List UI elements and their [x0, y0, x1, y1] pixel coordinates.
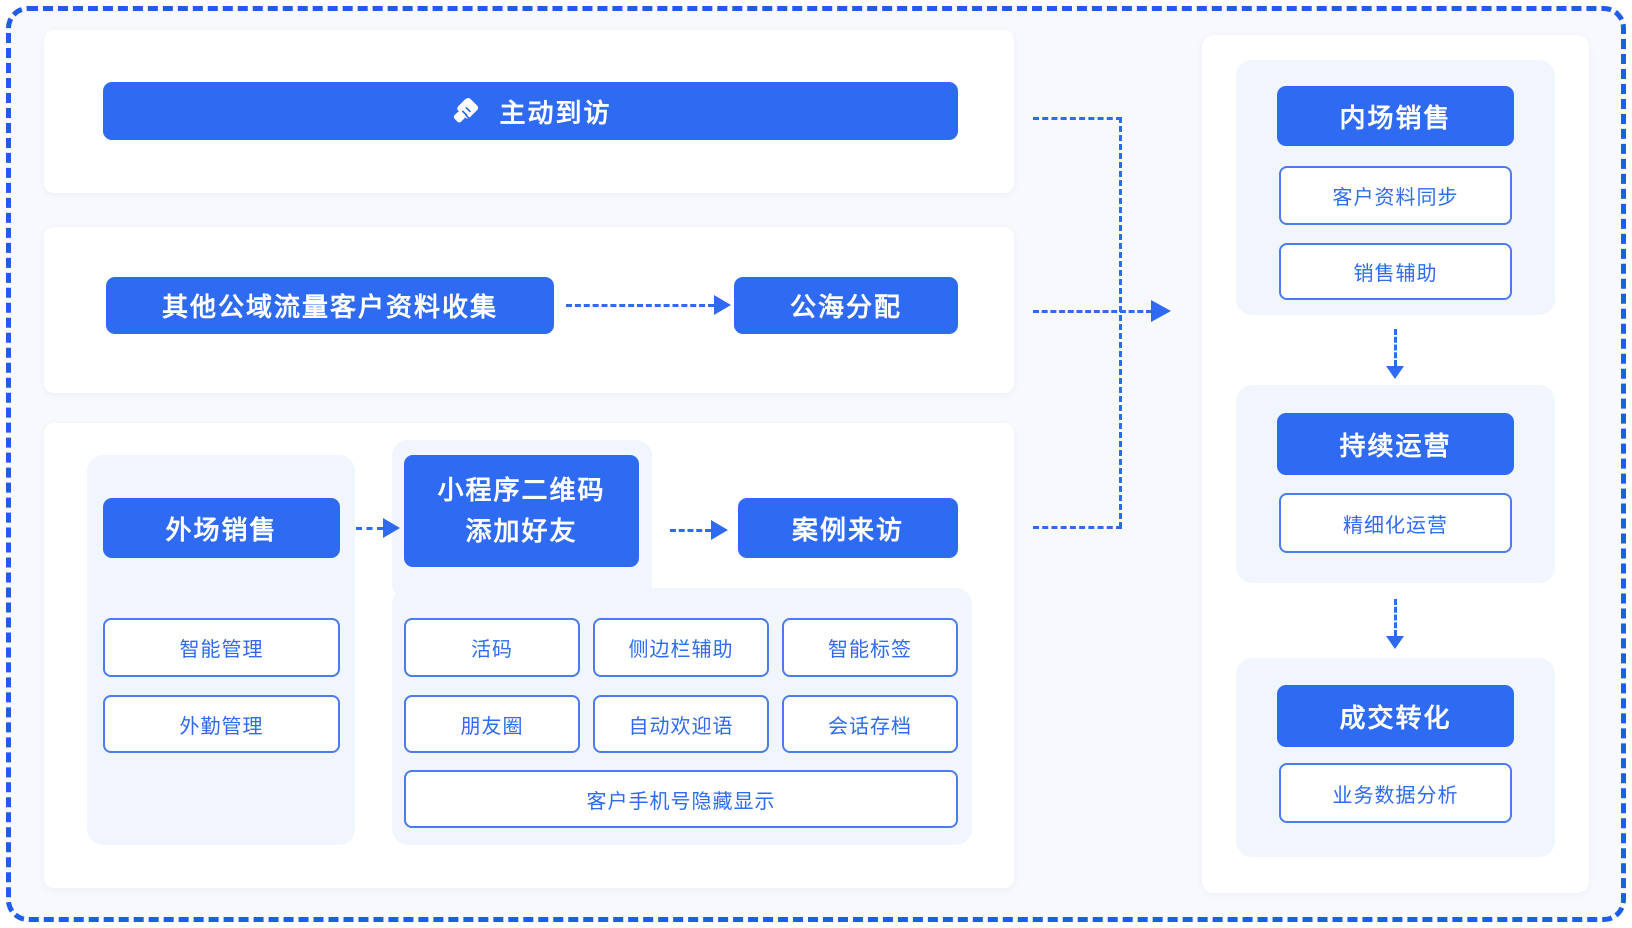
node-field-sales: 外场销售: [103, 498, 340, 558]
node-outwork-management: 外勤管理: [103, 695, 340, 753]
connector-middle-line: [1033, 310, 1152, 313]
connector-vertical-line: [1119, 117, 1122, 528]
handshake-icon: [449, 94, 483, 128]
dashed-line: [670, 528, 711, 532]
arrowhead-icon: [1386, 636, 1404, 649]
arrow-qr-to-case: [670, 520, 728, 540]
arrow-stage1-to-stage2: [1394, 329, 1397, 366]
qr-title-line2: 添加好友: [465, 516, 578, 546]
conversion-flow-card: 内场销售 客户资料同步 销售辅助 持续运营 精细化运营 成交转化 业务数据分析: [1202, 35, 1589, 893]
node-phone-hide: 客户手机号隐藏显示: [404, 770, 958, 828]
proactive-visit-card: 主动到访: [44, 30, 1014, 193]
stage-infield-sales: 内场销售 客户资料同步 销售辅助: [1236, 60, 1555, 315]
stage-deal-conversion: 成交转化 业务数据分析: [1236, 658, 1555, 857]
dashed-line: [566, 303, 714, 307]
field-sales-card: 外场销售 智能管理 外勤管理 小程序二维码 添加好友 案例来访 活码 侧边栏辅助…: [44, 423, 1014, 888]
node-continuous-operation: 持续运营: [1277, 413, 1514, 475]
node-smart-tags: 智能标签: [782, 618, 958, 677]
connector-bottom-line: [1033, 526, 1122, 529]
node-label: 主动到访: [499, 97, 612, 128]
node-qr-add-friend: 小程序二维码 添加好友: [404, 455, 639, 567]
node-smart-management: 智能管理: [103, 618, 340, 677]
arrowhead-icon: [383, 518, 400, 538]
connector-arrowhead-icon: [1151, 300, 1171, 322]
node-refined-operation: 精细化运营: [1279, 493, 1512, 553]
dashed-line: [356, 526, 383, 530]
node-proactive-visit: 主动到访: [103, 82, 958, 140]
public-traffic-card: 其他公域流量客户资料收集 公海分配: [44, 227, 1014, 393]
node-deal-conversion: 成交转化: [1277, 685, 1514, 747]
node-pool-allocation: 公海分配: [734, 277, 958, 334]
stage-continuous-operation: 持续运营 精细化运营: [1236, 385, 1555, 583]
node-auto-welcome: 自动欢迎语: [593, 695, 769, 753]
arrow-stage2-to-stage3: [1394, 599, 1397, 636]
arrow-field-to-qr: [356, 518, 400, 538]
node-live-code: 活码: [404, 618, 580, 677]
node-public-traffic-collect: 其他公域流量客户资料收集: [106, 277, 554, 334]
node-moments: 朋友圈: [404, 695, 580, 753]
qr-title-line1: 小程序二维码: [437, 474, 606, 505]
node-infield-sales: 内场销售: [1277, 86, 1514, 146]
arrowhead-icon: [711, 520, 728, 540]
node-case-visit: 案例来访: [738, 498, 958, 558]
arrow-collect-to-pool: [566, 295, 731, 315]
connector-top-line: [1033, 117, 1122, 120]
node-business-data-analysis: 业务数据分析: [1279, 763, 1512, 823]
node-customer-data-sync: 客户资料同步: [1279, 166, 1512, 225]
node-sidebar-assist: 侧边栏辅助: [593, 618, 769, 677]
node-sales-assist: 销售辅助: [1279, 243, 1512, 300]
arrowhead-icon: [714, 295, 731, 315]
node-session-archive: 会话存档: [782, 695, 958, 753]
arrowhead-icon: [1386, 366, 1404, 379]
